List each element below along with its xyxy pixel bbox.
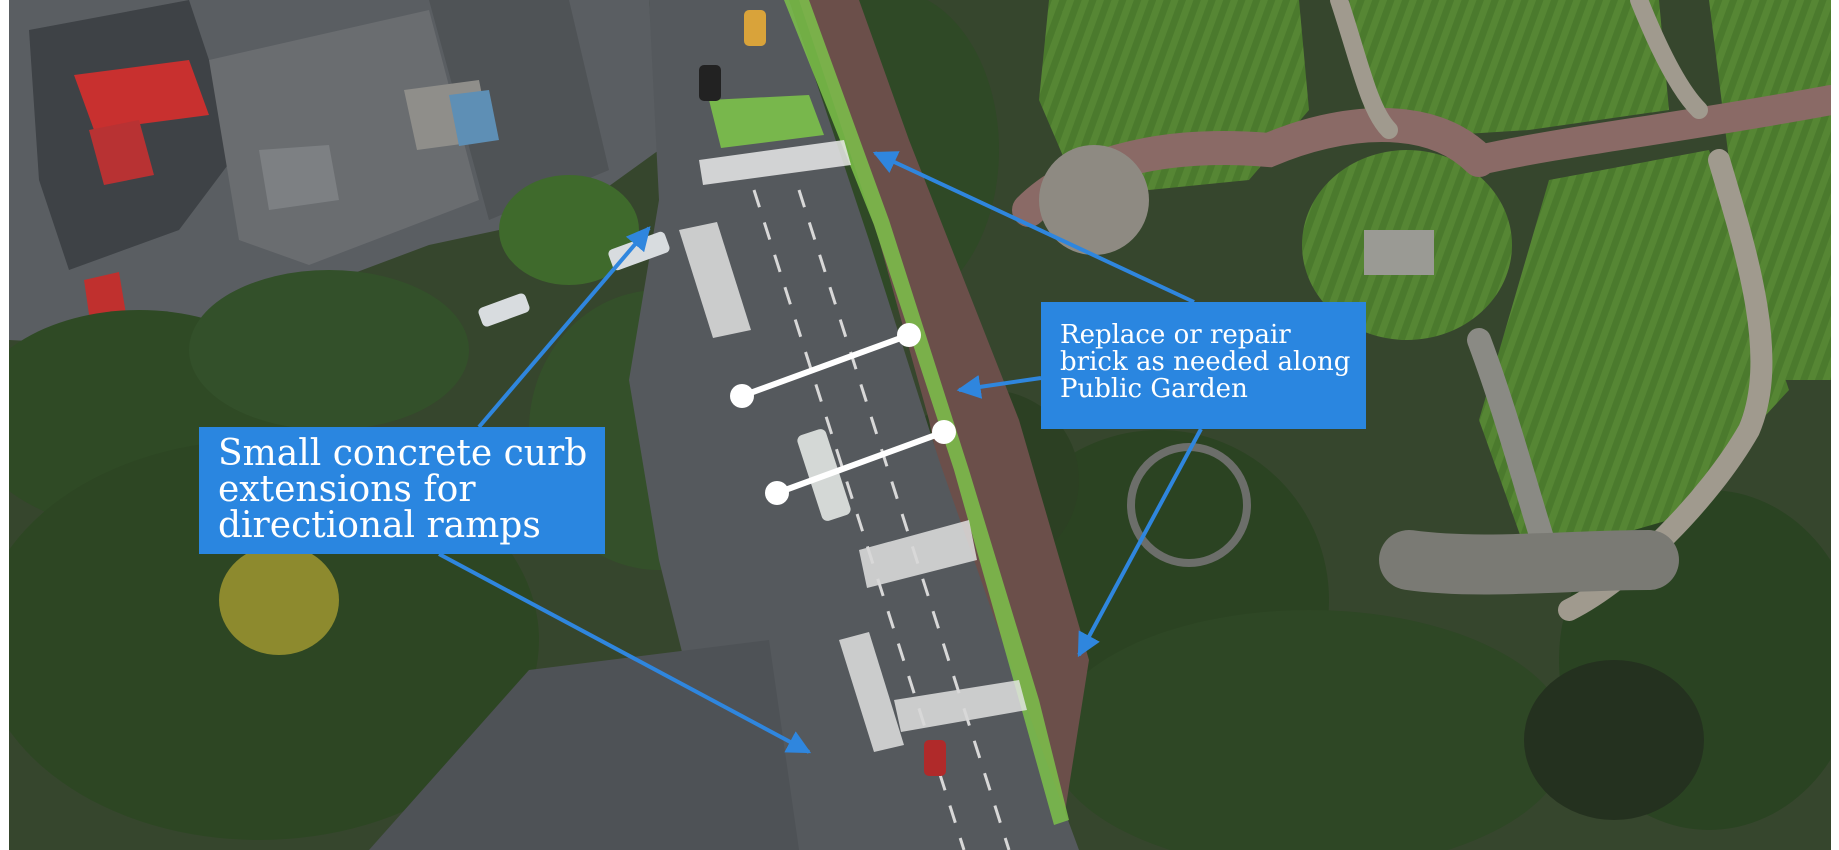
road [629,0,1079,850]
arrow-curb-upper [477,226,651,429]
callout-text-line: Replace or repair [1060,320,1291,350]
callout-brick-repair: Replace or repair brick as needed along … [1041,302,1366,429]
crossing-endpoint [765,481,789,505]
arrow-curb-lower [438,552,812,754]
pond [1524,660,1704,820]
park-circle-plaza [1039,145,1149,255]
park-lawns [1039,0,1831,560]
crosswalks [679,140,1027,752]
callout-curb-extensions: Small concrete curb extensions for direc… [199,427,605,554]
fountain [1127,443,1251,567]
crossing-endpoint [897,323,921,347]
callout-text-line: Public Garden [1060,374,1248,404]
arrow-brick-lower [1077,428,1203,658]
road-side [369,640,799,850]
callout-text-line: brick as needed along [1060,347,1351,377]
crossing-line-lower [775,429,946,496]
crossing-line-upper [740,332,911,399]
callout-text-line: directional ramps [218,505,541,546]
buildings [9,0,659,345]
arrow-brick-left [956,374,1042,399]
bike-box [709,95,824,148]
aerial-map [9,0,1831,850]
proposed-crossings [730,323,956,505]
crossing-endpoint [730,384,754,408]
lane-lines [752,189,1011,850]
crossing-endpoint [932,420,956,444]
callout-arrows [438,151,1203,754]
callout-text-line: Small concrete curb [218,433,588,474]
arrow-brick-upper [872,151,1195,304]
callout-text-line: extensions for [218,469,476,510]
bike-lane [784,0,1069,825]
monument [1364,230,1434,275]
